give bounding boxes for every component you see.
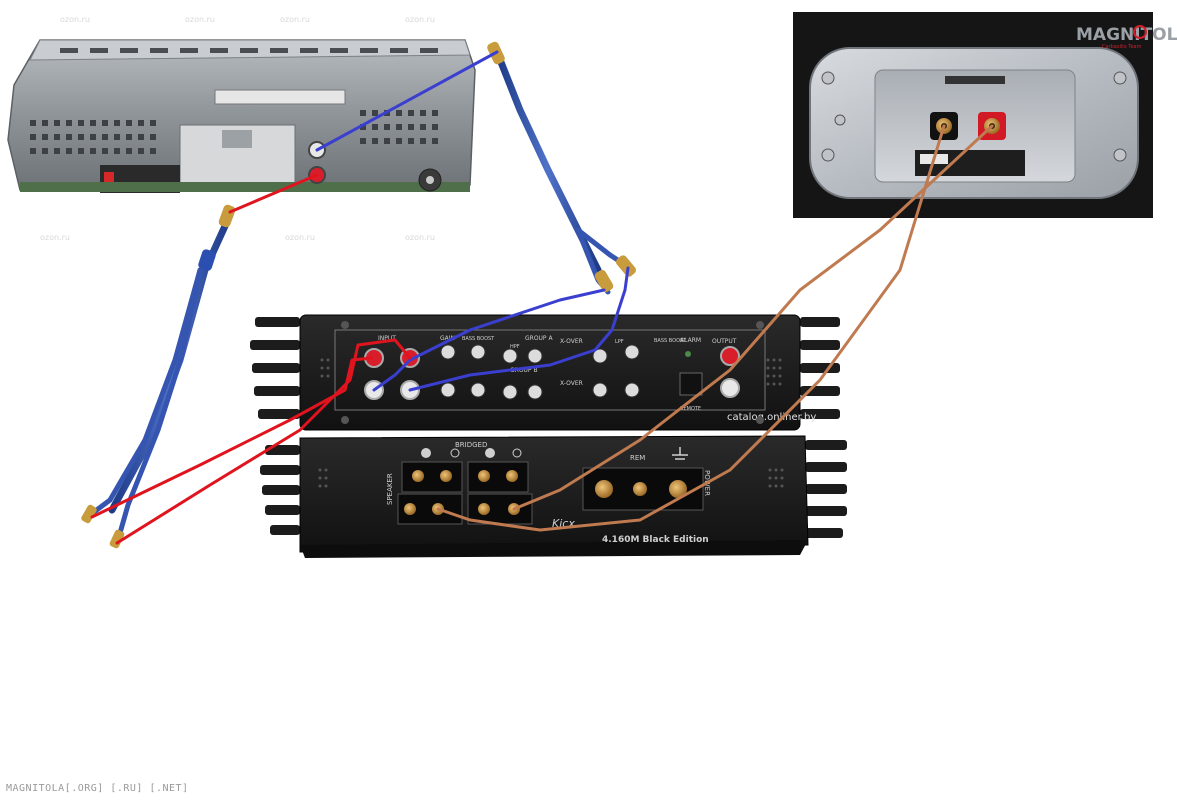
amplifier-bottom: BRIDGED REM 4.160M Black Edition Kicx SP…	[260, 435, 847, 558]
wire-blue-headunit[interactable]	[315, 50, 499, 152]
svg-text:REM: REM	[630, 454, 645, 462]
svg-text:OUTPUT: OUTPUT	[712, 338, 737, 345]
svg-text:ozon.ru: ozon.ru	[280, 15, 310, 24]
svg-text:ozon.ru: ozon.ru	[405, 15, 435, 24]
amplifier-rca-outputs	[720, 346, 740, 398]
wire-blue-amp-left[interactable]	[372, 288, 606, 392]
svg-text:Carbasilio Team: Carbasilio Team	[1102, 44, 1142, 50]
svg-text:4.160M Black Edition: 4.160M Black Edition	[602, 535, 709, 545]
wire-speaker-negative[interactable]	[436, 124, 946, 532]
magnitola-logo: MAGNITOLA Carbasilio Team	[1076, 25, 1177, 50]
wire-blue-amp-right[interactable]	[408, 266, 630, 392]
speaker-terminal-1[interactable]	[404, 503, 416, 515]
rca-cable-right[interactable]	[486, 40, 638, 295]
power-terminal-rem[interactable]	[633, 482, 647, 496]
wire-speaker-positive[interactable]	[512, 124, 994, 511]
amp-output-white[interactable]	[720, 378, 740, 398]
amp-output-red[interactable]	[720, 346, 740, 366]
svg-text:ozon.ru: ozon.ru	[40, 233, 70, 242]
svg-text:ozon.ru: ozon.ru	[405, 233, 435, 242]
svg-text:REMOTE: REMOTE	[680, 406, 701, 412]
svg-text:BRIDGED: BRIDGED	[455, 441, 487, 449]
amplifier-rca-inputs	[364, 348, 420, 400]
minus-icon	[450, 448, 522, 458]
rca-cable-left[interactable]	[80, 204, 236, 550]
footer-text: MAGNITOLA[.ORG] [.RU] [.NET]	[6, 783, 189, 794]
svg-text:X-OVER: X-OVER	[560, 380, 583, 387]
svg-text:ALARM: ALARM	[680, 337, 701, 344]
speaker-terminals	[397, 461, 533, 525]
wire-red-amp-right[interactable]	[115, 338, 412, 545]
ground-icon	[672, 447, 688, 460]
wire-red-headunit[interactable]	[228, 173, 319, 214]
svg-text:SPEAKER: SPEAKER	[386, 473, 394, 505]
power-terminal-plus[interactable]	[595, 480, 613, 498]
amplifier-knobs[interactable]	[440, 344, 640, 400]
amplifier-top: INPUT GAIN BASS BOOST GROUP A HPF X-OVER…	[250, 314, 840, 431]
speaker-terminal-3[interactable]	[478, 503, 490, 515]
svg-text:BASS BOOST: BASS BOOST	[462, 336, 495, 342]
svg-text:ozon.ru: ozon.ru	[60, 15, 90, 24]
subwoofer-terminal-panel: MAGNITOLA Carbasilio Team	[793, 12, 1177, 218]
overlay-wires	[90, 50, 994, 545]
screw-icon	[821, 71, 1127, 162]
svg-text:GAIN: GAIN	[440, 335, 455, 342]
svg-text:catalog.onliner.by: catalog.onliner.by	[727, 412, 816, 423]
svg-text:X-OVER: X-OVER	[560, 338, 583, 345]
background-watermarks: ozon.ru ozon.ru ozon.ru ozon.ru ozon.ru ozon…	[40, 15, 435, 242]
power-terminals	[582, 467, 704, 511]
power-terminal-ground[interactable]	[669, 480, 687, 498]
svg-text:GROUP A: GROUP A	[525, 335, 553, 342]
svg-text:BASS BOOST: BASS BOOST	[654, 338, 687, 344]
svg-text:INPUT: INPUT	[378, 335, 396, 342]
svg-text:LPF: LPF	[615, 339, 624, 345]
svg-text:HPF: HPF	[510, 344, 520, 350]
svg-text:GROUP B: GROUP B	[510, 367, 538, 374]
head-unit	[7, 39, 476, 193]
svg-text:ozon.ru: ozon.ru	[185, 15, 215, 24]
svg-text:ozon.ru: ozon.ru	[285, 233, 315, 242]
plus-icon	[421, 448, 495, 458]
svg-text:MAGNITOLA: MAGNITOLA	[1076, 25, 1177, 45]
